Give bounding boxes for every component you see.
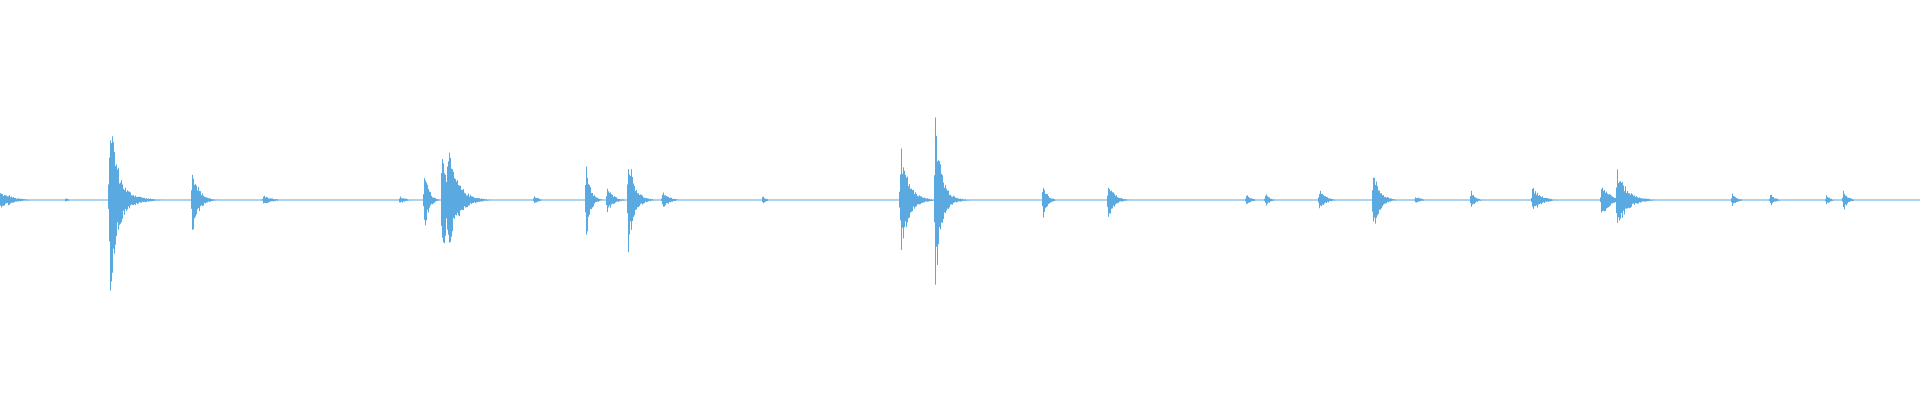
waveform-trace (0, 117, 1920, 291)
